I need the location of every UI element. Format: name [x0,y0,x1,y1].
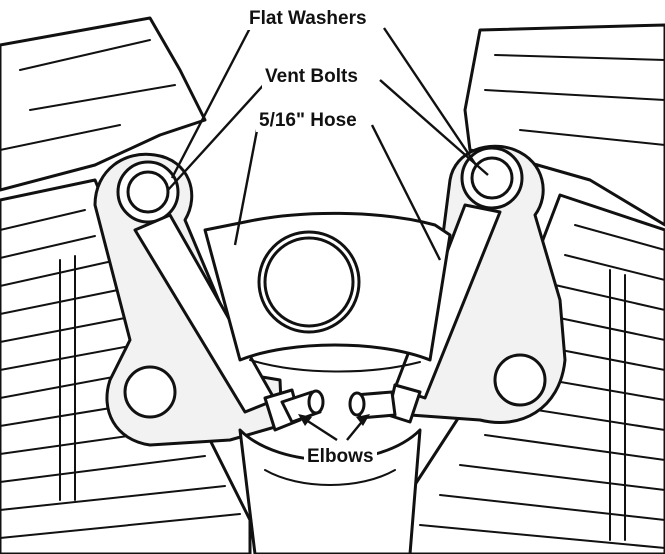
hose-label: 5/16" Hose [256,110,360,132]
left-bracket-hole [123,365,177,419]
right-bracket-hole [493,353,547,407]
right-vent-bolt [470,156,514,200]
vent-bolts-label: Vent Bolts [262,66,361,88]
left-elbow [263,388,325,432]
left-vent-bolt [126,170,170,214]
arrowheads [298,414,370,426]
flat-washers-label: Flat Washers [246,8,370,30]
right-elbow [348,383,422,424]
elbows-label: Elbows [304,446,377,468]
right-cylinder [348,23,665,554]
leader-lines [167,27,489,442]
left-cooling-fins [0,209,241,539]
intake-manifold [203,211,452,373]
left-cylinder [0,16,325,554]
